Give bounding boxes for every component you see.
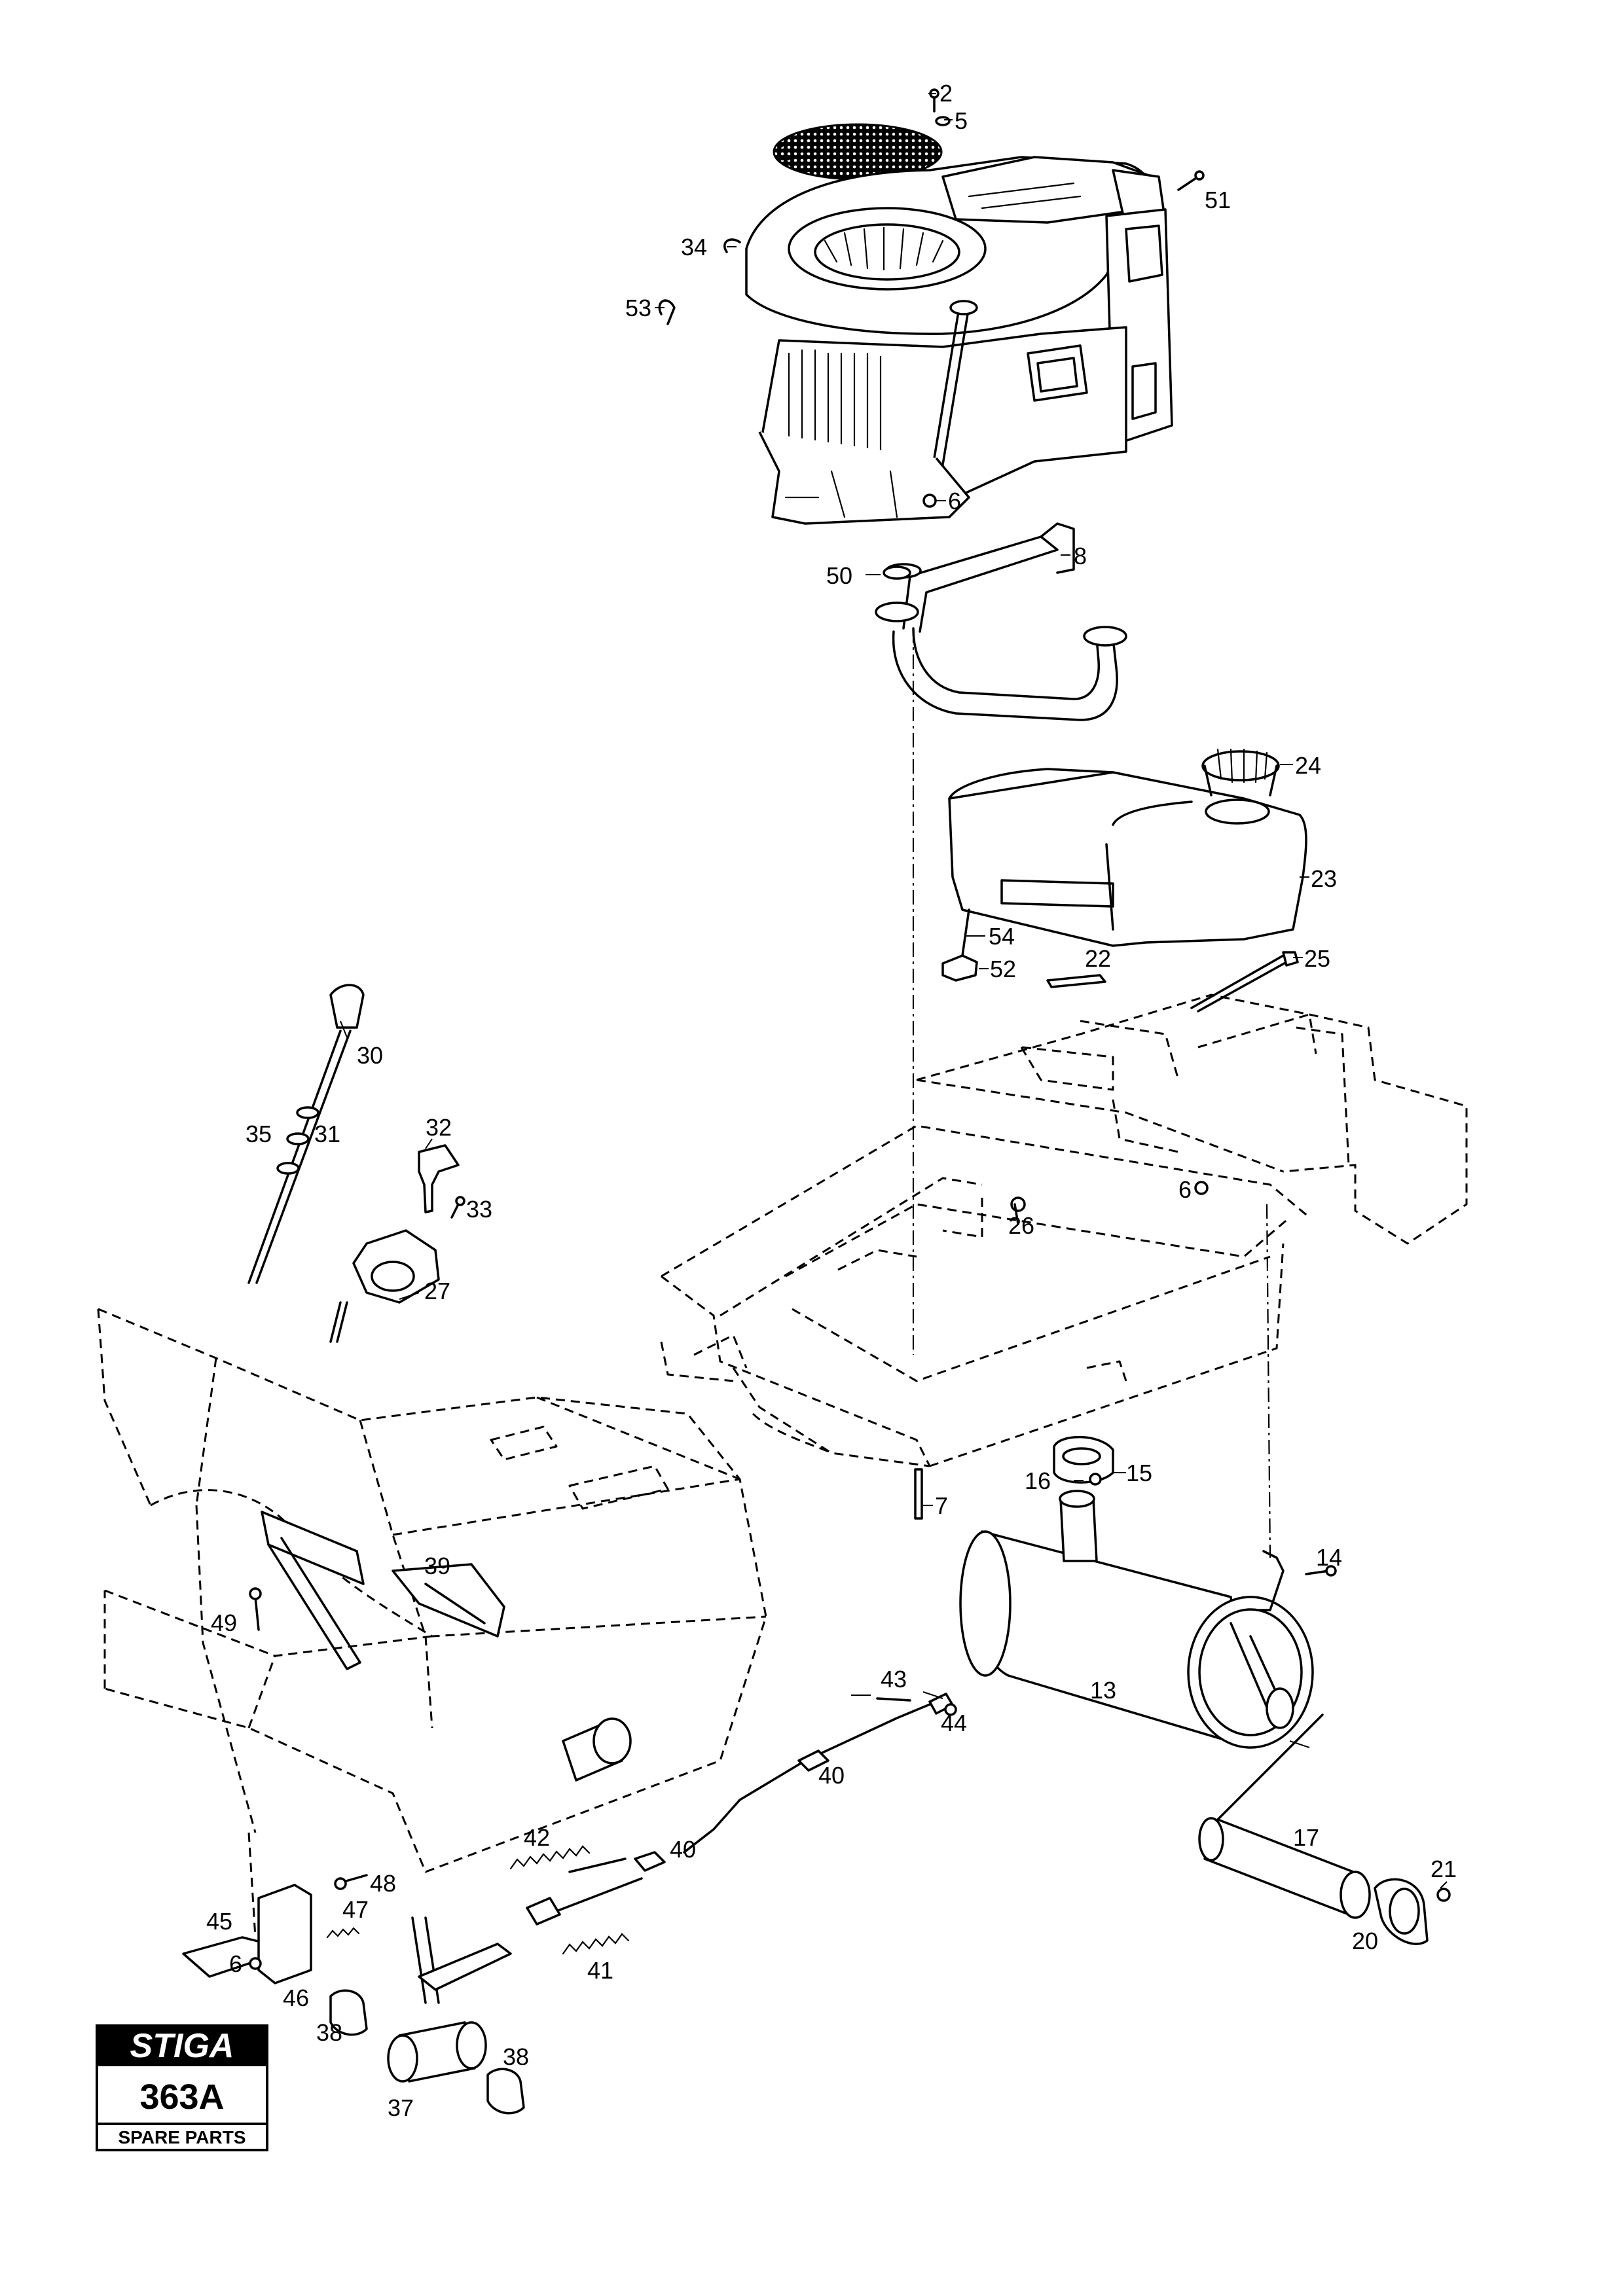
callout-23: 23 (1311, 865, 1337, 892)
callout-39: 39 (424, 1552, 450, 1579)
model-number: 363A (139, 2077, 224, 2117)
callout-5: 5 (955, 107, 968, 134)
body-hood (97, 1308, 767, 1938)
callout-labels: 1 2 5 51 34 53 6 8 50 24 23 54 52 22 25 … (206, 80, 1457, 2121)
callout-7: 7 (935, 1492, 948, 1519)
callout-31: 31 (314, 1121, 340, 1147)
exhaust-pipe-part (875, 522, 1127, 721)
callout-41: 41 (587, 1957, 613, 1984)
callout-49: 49 (211, 1609, 237, 1636)
callout-50: 50 (826, 562, 852, 589)
callout-8: 8 (1074, 543, 1087, 569)
callout-42: 42 (524, 1824, 550, 1851)
callout-1: 1 (778, 139, 791, 166)
brand-name: STIGA (130, 2027, 234, 2065)
callout-2: 2 (939, 80, 953, 107)
pedal-assembly (182, 1884, 525, 2115)
ignition-switch-part (329, 1144, 460, 1343)
callout-40: 40 (818, 1762, 845, 1789)
callout-15: 15 (1126, 1460, 1152, 1486)
callout-6b: 6 (1178, 1176, 1192, 1203)
callout-17: 17 (1293, 1824, 1319, 1851)
callout-16: 16 (1025, 1467, 1051, 1494)
callout-52: 52 (990, 956, 1016, 982)
callout-22: 22 (1085, 945, 1111, 972)
callout-51: 51 (1205, 187, 1231, 213)
fuel-strip-part (1046, 974, 1106, 988)
fasteners (249, 88, 1451, 1970)
callout-6: 6 (948, 488, 961, 514)
callout-33: 33 (466, 1196, 492, 1223)
callout-34: 34 (681, 234, 707, 260)
callout-45: 45 (206, 1908, 232, 1935)
callout-38: 38 (316, 2019, 342, 2046)
engine-assembly (745, 123, 1173, 525)
callout-40b: 40 (670, 1836, 696, 1863)
callout-14: 14 (1316, 1544, 1342, 1571)
callout-13: 13 (1090, 1677, 1116, 1704)
callout-53: 53 (625, 295, 651, 321)
callout-leaders (340, 93, 1448, 1889)
callout-44: 44 (941, 1710, 967, 1736)
tailpipe-part (1198, 1713, 1371, 1919)
callout-27: 27 (424, 1278, 450, 1304)
muffler-part (959, 1435, 1314, 1749)
callout-26: 26 (1008, 1212, 1034, 1239)
callout-38b: 38 (503, 2043, 529, 2070)
callout-43: 43 (881, 1666, 907, 1693)
callout-24: 24 (1295, 752, 1321, 779)
callout-47: 47 (342, 1896, 369, 1923)
callout-32: 32 (426, 1114, 452, 1141)
callout-48: 48 (370, 1870, 396, 1897)
callout-20: 20 (1352, 1928, 1378, 1954)
callout-30: 30 (357, 1042, 383, 1069)
callout-54: 54 (989, 923, 1015, 950)
callout-35: 35 (246, 1121, 272, 1147)
callout-37: 37 (388, 2094, 414, 2121)
throttle-lever-part (247, 984, 365, 1284)
callout-46: 46 (283, 1984, 309, 2011)
stiga-logo: STIGA 363A SPARE PARTS (96, 2024, 268, 2151)
callout-21: 21 (1431, 1856, 1457, 1882)
callout-25: 25 (1304, 945, 1330, 972)
fuel-tank-part (941, 748, 1307, 982)
chassis-frame (660, 994, 1468, 1467)
callout-6c: 6 (229, 1950, 242, 1977)
spare-parts-caption: SPARE PARTS (119, 2127, 246, 2147)
